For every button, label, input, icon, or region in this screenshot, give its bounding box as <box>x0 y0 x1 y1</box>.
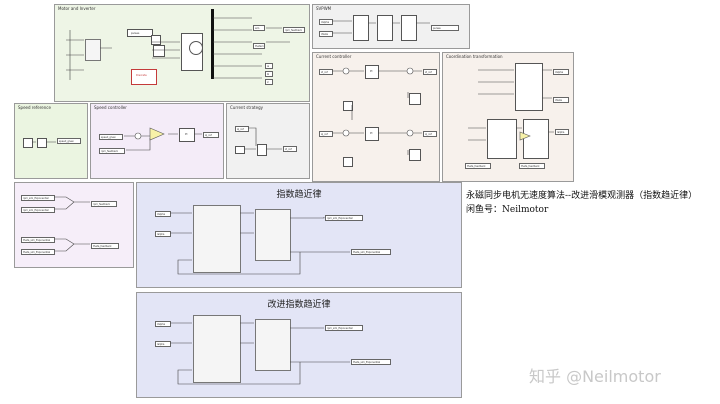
obs1-theta-goto[interactable]: theta_sim_Exponential <box>351 249 391 255</box>
coord-transform-area[interactable]: Coordination transformation Valpha Vbeta… <box>442 52 574 182</box>
svpwm-block-2[interactable] <box>377 15 393 41</box>
speed-controller-title: Speed controller <box>94 105 127 110</box>
coord-theta-feedback-from[interactable]: theta_feedback <box>465 163 491 169</box>
vdc-block[interactable] <box>151 35 161 45</box>
cs-const-block[interactable] <box>235 146 245 154</box>
obs2-smo-block[interactable] <box>193 315 241 383</box>
observer-exponential-area[interactable]: 指数趋近律 Valpha Ialpha rpm_sim_Exponential … <box>136 182 462 288</box>
coord-transform-title: Coordination transformation <box>446 54 503 59</box>
cc-decouple-2[interactable] <box>343 157 353 167</box>
pulses-block[interactable]: pulses <box>127 29 153 37</box>
watermark: 知乎 @Neilmotor <box>529 367 661 386</box>
inverter-block[interactable] <box>85 39 101 61</box>
obs1-rpm-goto[interactable]: rpm_sim_Exponential <box>325 215 363 221</box>
coord-ialpha-goto[interactable]: Ialpha <box>555 129 569 135</box>
observer-improved-title: 改进指数趋近律 <box>267 300 331 310</box>
wm-goto[interactable]: wm <box>253 25 265 31</box>
current-strategy-title: Current strategy <box>230 105 263 110</box>
description-line-2: 闲鱼号：Neilmotor <box>466 205 549 215</box>
speed-reference-area[interactable]: Speed reference speed_given <box>14 103 88 179</box>
cc-uq-goto[interactable]: iq_ref <box>423 131 437 137</box>
cc-id-ref-from[interactable]: id_ref <box>319 69 333 75</box>
motor-inverter-area[interactable]: Motor and Inverter pulses Discrete wm th… <box>54 4 310 102</box>
description-line-1: 永磁同步电机无速度算法--改进滑模观测器（指数趋近律） <box>466 191 698 201</box>
meas-block[interactable] <box>153 45 165 57</box>
coord-valpha-goto[interactable]: Valpha <box>553 69 569 75</box>
cs-switch-block[interactable] <box>257 144 267 156</box>
obs2-rpm-goto[interactable]: rpm_sim_Exponential <box>325 325 363 331</box>
inv-park-block[interactable] <box>515 63 543 111</box>
obs1-smo-block[interactable] <box>193 205 241 273</box>
cc-iq-ref-from[interactable]: iq_ref <box>319 131 333 137</box>
cc-pi-q[interactable]: PI <box>365 127 379 141</box>
sel-theta-feedback-goto[interactable]: theta_feedback <box>91 243 119 249</box>
cc-mul-2[interactable] <box>409 149 421 161</box>
sel-theta-sim-2[interactable]: theta_sim_Exponential <box>21 249 55 255</box>
selector-area[interactable]: rpm_sim_Exponential rpm_sim_Exponential … <box>14 182 134 268</box>
svpwm-pulses-goto[interactable]: pulses <box>431 25 459 31</box>
svpwm-area[interactable]: SVPWM Valpha Vbeta pulses <box>312 4 470 49</box>
pmsm-symbol <box>189 41 203 55</box>
observer-exponential-title: 指数趋近律 <box>276 190 322 200</box>
sel-rpm-sim-2[interactable]: rpm_sim_Exponential <box>21 207 55 213</box>
clarke-block[interactable] <box>523 119 549 159</box>
cs-iq-ref-from[interactable]: iq_ref <box>235 126 249 132</box>
obs2-pll-block[interactable] <box>255 319 291 371</box>
busbar <box>211 9 214 79</box>
svpwm-block-1[interactable] <box>353 15 369 41</box>
svpwm-vbeta-from[interactable]: Vbeta <box>319 31 333 37</box>
discrete-block[interactable]: Discrete <box>131 69 157 85</box>
motor-inverter-title: Motor and Inverter <box>58 6 96 11</box>
sc-iq-ref-goto[interactable]: iq_ref <box>203 132 219 138</box>
sel-theta-sim-1[interactable]: theta_sim_Exponential <box>21 237 55 243</box>
current-strategy-area[interactable]: Current strategy iq_ref id_ref <box>226 103 310 179</box>
speed-reference-title: Speed reference <box>18 105 51 110</box>
park-block[interactable] <box>487 119 517 159</box>
rpm-feedback-goto[interactable]: rpm_feedback <box>283 27 305 33</box>
obs2-theta-goto[interactable]: theta_sim_Exponential <box>351 359 391 365</box>
ic-goto[interactable]: ic <box>265 79 273 85</box>
ib-goto[interactable]: ib <box>265 71 273 77</box>
sel-rpm-feedback-goto[interactable]: rpm_feedback <box>91 201 117 207</box>
svpwm-title: SVPWM <box>316 6 332 11</box>
obs1-ialpha-from[interactable]: Ialpha <box>155 231 171 237</box>
current-controller-area[interactable]: Current controller id_ref PI PI iq_ref i… <box>312 52 440 182</box>
obs2-ialpha-from[interactable]: Ialpha <box>155 341 171 347</box>
cc-ud-goto[interactable]: id_ref <box>423 69 437 75</box>
svpwm-valpha-from[interactable]: Valpha <box>319 19 333 25</box>
speed-given-goto[interactable]: speed_given <box>57 138 81 144</box>
ia-goto[interactable]: ia <box>265 63 273 69</box>
sc-rpm-feedback-from[interactable]: rpm_feedback <box>99 148 125 154</box>
cs-id-ref-goto[interactable]: id_ref <box>283 146 297 152</box>
step-block[interactable] <box>23 138 33 148</box>
cc-pi-d[interactable]: PI <box>365 65 379 79</box>
speed-controller-area[interactable]: Speed controller speed_given rpm_feedbac… <box>90 103 224 179</box>
coord-theta-feedback-from-2[interactable]: theta_feedback <box>519 163 545 169</box>
observer-improved-area[interactable]: 改进指数趋近律 Valpha Ialpha rpm_sim_Exponentia… <box>136 292 462 398</box>
thetam-goto[interactable]: thetam <box>253 43 265 49</box>
cc-decouple-1[interactable] <box>343 101 353 111</box>
obs1-pll-block[interactable] <box>255 209 291 261</box>
cc-mul-1[interactable] <box>409 93 421 105</box>
sel-rpm-sim-1[interactable]: rpm_sim_Exponential <box>21 195 55 201</box>
switch-block[interactable] <box>37 138 47 148</box>
current-controller-title: Current controller <box>316 54 352 59</box>
obs2-valpha-from[interactable]: Valpha <box>155 321 171 327</box>
sc-speed-given-from[interactable]: speed_given <box>99 134 123 140</box>
sc-pi-block[interactable]: PI <box>179 128 195 142</box>
coord-vbeta-goto[interactable]: Vbeta <box>553 97 569 103</box>
svpwm-block-3[interactable] <box>401 15 417 41</box>
obs1-valpha-from[interactable]: Valpha <box>155 211 171 217</box>
